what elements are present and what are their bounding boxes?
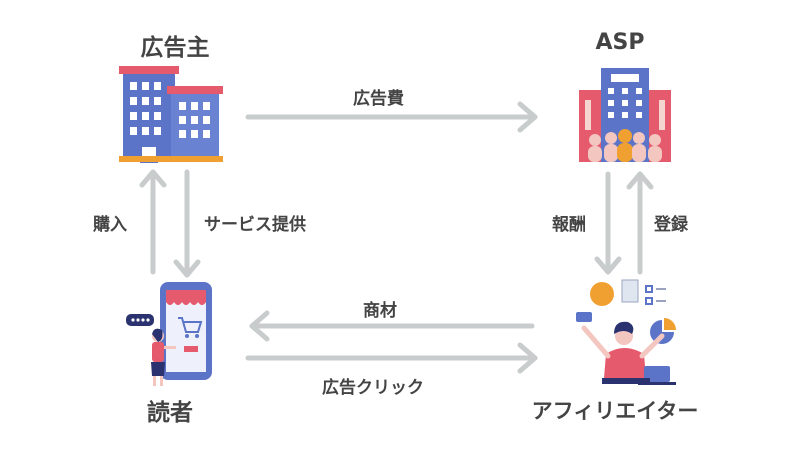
asp-label: ASP xyxy=(595,30,645,55)
arrow-product xyxy=(249,310,535,342)
ad-click-label: 広告クリック xyxy=(322,378,424,398)
arrow-reward xyxy=(594,171,622,275)
smartphone-shopper-icon xyxy=(126,282,212,386)
asp-building-icon xyxy=(579,68,671,162)
affiliate-label: アフィリエイター xyxy=(531,399,699,423)
arrow-register xyxy=(626,171,654,275)
office-building-icon xyxy=(119,66,223,163)
service-label: サービス提供 xyxy=(204,215,306,235)
arrow-service xyxy=(173,169,201,278)
reader-label: 読者 xyxy=(147,400,193,426)
arrow-ad-fee xyxy=(245,101,538,133)
reward-label: 報酬 xyxy=(552,215,586,235)
arrow-purchase xyxy=(139,169,167,275)
purchase-label: 購入 xyxy=(93,215,127,235)
ad-fee-label: 広告費 xyxy=(353,89,404,109)
advertiser-label: 広告主 xyxy=(140,35,210,61)
product-label: 商材 xyxy=(363,301,397,321)
arrow-ad-click xyxy=(245,342,538,374)
affiliate-juggling-icon xyxy=(576,279,676,385)
register-label: 登録 xyxy=(654,215,688,235)
